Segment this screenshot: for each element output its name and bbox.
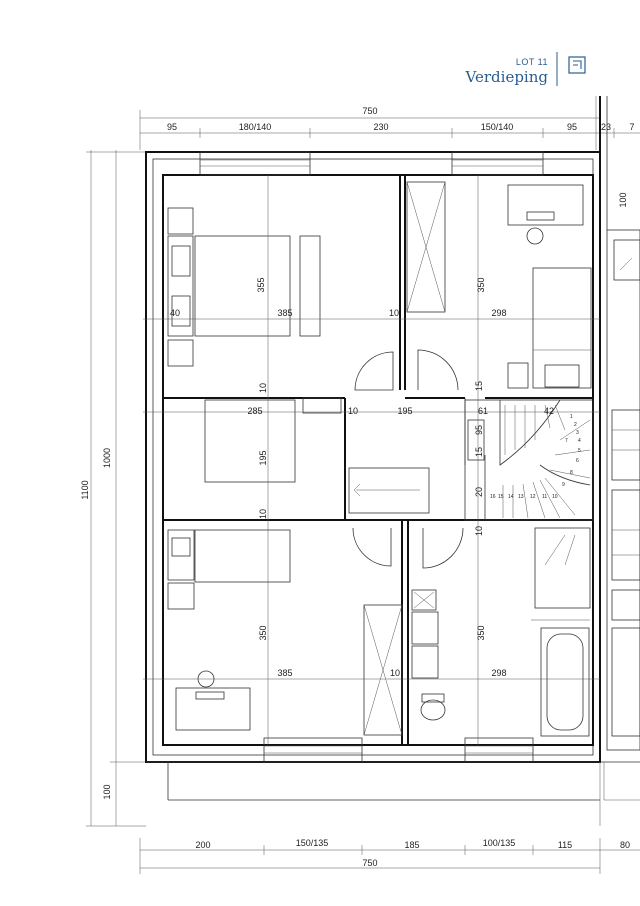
bathroom-wall-top: 10 <box>474 526 484 536</box>
dim-left-total: 1100 <box>80 480 90 499</box>
plan-logo-icon <box>568 56 586 74</box>
bedroom3-width: 385 <box>277 668 292 678</box>
landing-wall-top: 10 <box>258 383 268 393</box>
outer-walls <box>145 151 640 826</box>
level-title: Verdieping <box>465 68 549 86</box>
bedroom1-width: 385 <box>277 308 292 318</box>
step-13: 13 <box>518 494 524 500</box>
bedroom2-height: 350 <box>476 277 486 292</box>
dim-top-4: 150/140 <box>481 122 514 132</box>
step-16: 16 <box>490 494 496 500</box>
dim-top-6: 23 <box>601 122 611 132</box>
stair-label-6: 20 <box>474 487 484 497</box>
windows <box>199 151 544 763</box>
interior-walls <box>163 175 593 745</box>
step-1: 1 <box>570 414 573 420</box>
dim-bottom-3: 185 <box>404 840 419 850</box>
left-dimension-chain: 1100 1000 100 <box>80 150 146 827</box>
dim-top-total: 750 <box>362 106 377 116</box>
dim-top-5: 95 <box>567 122 577 132</box>
landing-wall-bottom: 10 <box>258 509 268 519</box>
adjacent-unit <box>599 96 640 801</box>
step-8: 8 <box>570 470 573 476</box>
dim-left-inner: 1000 <box>102 448 112 468</box>
step-5: 5 <box>578 448 581 454</box>
room-dimensions: 355 385 40 10 350 298 10 285 10 195 195 … <box>170 277 554 678</box>
dim-top-3: 230 <box>373 122 388 132</box>
step-15: 15 <box>498 494 504 500</box>
bedroom1-wall-right: 10 <box>389 308 399 318</box>
step-10: 10 <box>552 494 558 500</box>
step-4: 4 <box>578 438 581 444</box>
bedroom3-wall-right: 10 <box>390 668 400 678</box>
landing-height: 195 <box>258 450 268 465</box>
landing-wall: 10 <box>348 406 358 416</box>
dim-bottom-6: 80 <box>620 840 630 850</box>
stair-label-3: 42 <box>544 406 554 416</box>
dim-bottom-1: 200 <box>195 840 210 850</box>
step-6: 6 <box>576 458 579 464</box>
bathroom-width: 298 <box>491 668 506 678</box>
landing-area <box>204 397 430 514</box>
bedroom1-wall-left: 40 <box>170 308 180 318</box>
bathroom-height: 350 <box>476 625 486 640</box>
bedroom1-furniture <box>167 181 446 367</box>
dim-bottom-2: 150/135 <box>296 838 329 848</box>
dim-bottom-5: 115 <box>558 840 572 850</box>
bottom-dimension-chain: 200 150/135 185 100/135 115 80 750 <box>139 838 640 874</box>
internal-dimension-lines <box>143 175 600 745</box>
bedroom2-furniture <box>507 184 592 389</box>
step-2: 2 <box>574 422 577 428</box>
stair-label-1: 15 <box>474 381 484 391</box>
dim-left-bottom: 100 <box>102 784 112 799</box>
stair-label-5: 15 <box>474 447 484 457</box>
dim-bottom-total: 750 <box>362 858 377 868</box>
doors <box>352 349 464 569</box>
dim-top-1: 95 <box>167 122 177 132</box>
dim-top-2: 180/140 <box>239 122 272 132</box>
bedroom2-width: 298 <box>491 308 506 318</box>
stair-label-2: 61 <box>478 406 488 416</box>
step-12: 12 <box>530 494 536 500</box>
bedroom1-height: 355 <box>256 277 266 292</box>
bedroom3-height: 350 <box>258 625 268 640</box>
step-14: 14 <box>508 494 514 500</box>
staircase <box>464 399 594 521</box>
dim-bottom-4: 100/135 <box>483 838 516 848</box>
bedroom3-furniture <box>167 529 403 736</box>
top-dimension-chain: 750 95 180/140 230 150/140 95 23 7 100 <box>139 96 640 208</box>
dim-right-top: 100 <box>618 192 628 207</box>
lot-label: LOT 11 <box>516 57 548 67</box>
step-7: 7 <box>565 438 568 444</box>
step-3: 3 <box>576 430 579 436</box>
dim-top-7: 7 <box>629 122 634 132</box>
step-9: 9 <box>562 482 565 488</box>
landing-width-right: 195 <box>397 406 412 416</box>
stair-step-numbers: 1 2 3 4 5 6 7 8 9 10 11 12 13 14 15 16 <box>490 414 581 500</box>
step-11: 11 <box>542 494 547 500</box>
landing-width-left: 285 <box>247 406 262 416</box>
stair-label-4: 95 <box>474 425 484 435</box>
bathroom-fixtures <box>411 527 591 737</box>
